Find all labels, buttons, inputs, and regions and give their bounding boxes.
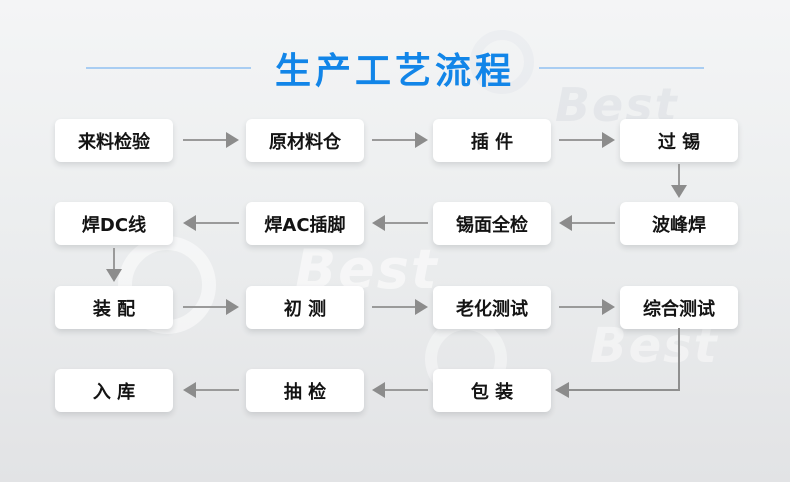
flow-step-assembly: 装 配 <box>55 286 173 329</box>
flow-step-incoming-inspection: 来料检验 <box>55 119 173 162</box>
flow-step-sampling-inspection: 抽 检 <box>246 369 364 412</box>
arrow-left-icon <box>372 215 428 231</box>
header: 生产工艺流程 <box>0 44 790 92</box>
flow-step-initial-test: 初 测 <box>246 286 364 329</box>
arrow-right-icon <box>183 132 239 148</box>
title-rule-left <box>85 67 251 69</box>
flow-step-wave-soldering: 波峰焊 <box>620 202 738 245</box>
arrow-right-icon <box>183 299 239 315</box>
arrow-right-icon <box>372 299 428 315</box>
arrow-left-icon <box>559 215 615 231</box>
page-title: 生产工艺流程 <box>274 51 515 92</box>
arrow-down-icon <box>106 248 122 282</box>
flow-step-component-insertion: 插 件 <box>433 119 551 162</box>
flow-step-tin-coating: 过 锡 <box>620 119 738 162</box>
arrow-down-icon <box>671 164 687 198</box>
flow-step-packaging: 包 装 <box>433 369 551 412</box>
arrow-left-icon <box>183 215 239 231</box>
arrow-left-icon <box>372 382 428 398</box>
flow-step-raw-material-warehouse: 原材料仓 <box>246 119 364 162</box>
flow-step-aging-test: 老化测试 <box>433 286 551 329</box>
elbow-connector-vertical <box>678 328 680 391</box>
arrow-right-icon <box>559 132 615 148</box>
flow-step-warehousing: 入 库 <box>55 369 173 412</box>
arrow-left-icon <box>555 382 569 398</box>
flow-step-solder-dc-wire: 焊DC线 <box>55 202 173 245</box>
flow-step-comprehensive-test: 综合测试 <box>620 286 738 329</box>
flow-step-solder-ac-pins: 焊AC插脚 <box>246 202 364 245</box>
arrow-right-icon <box>372 132 428 148</box>
flow-step-solder-surface-inspection: 锡面全检 <box>433 202 551 245</box>
title-rule-right <box>539 67 704 69</box>
arrow-left-icon <box>183 382 239 398</box>
elbow-connector-horizontal <box>568 389 680 391</box>
arrow-right-icon <box>559 299 615 315</box>
